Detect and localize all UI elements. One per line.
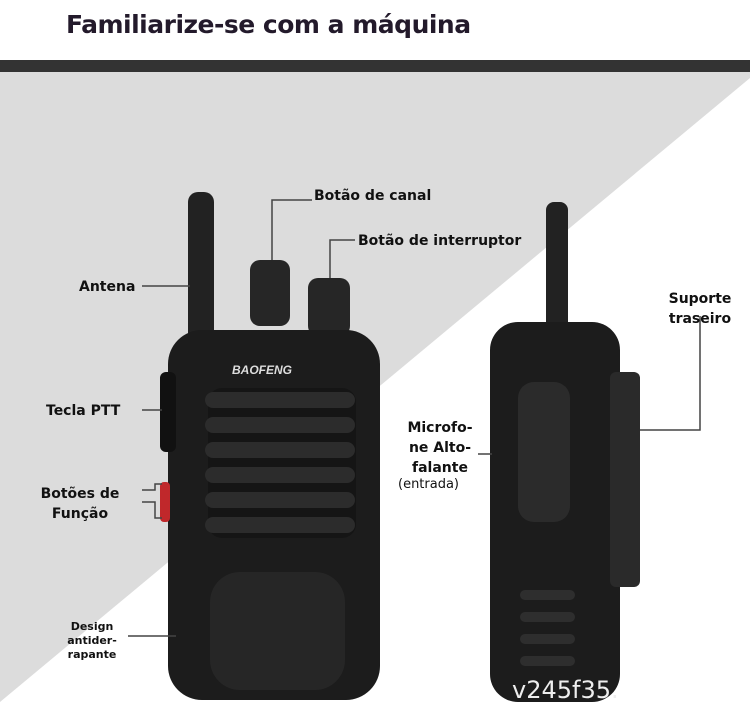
brand-logo: BAOFENG <box>232 363 292 377</box>
page-title: Familiarize-se com a máquina <box>66 10 471 39</box>
label-ptt: Tecla PTT <box>46 403 121 419</box>
channel-knob <box>250 260 290 326</box>
label-antenna: Antena <box>79 279 136 295</box>
header-divider <box>0 60 750 72</box>
label-anti-slip: Design antider-rapante <box>67 620 117 661</box>
label-mic-speaker: Microfo-ne Alto-falante <box>407 420 473 476</box>
leader-lines <box>128 199 701 637</box>
label-mic-speaker-sub: (entrada) <box>398 477 460 492</box>
label-belt-clip: Suporte traseiro <box>668 291 732 327</box>
power-knob <box>308 278 350 336</box>
product-illustration: BAOFENG <box>0 72 750 702</box>
label-channel-knob: Botão de canal <box>314 188 432 204</box>
antenna <box>188 192 214 362</box>
belt-clip <box>610 372 640 587</box>
radio-front: BAOFENG <box>160 192 380 700</box>
label-power-knob: Botão de interruptor <box>358 233 522 249</box>
function-buttons <box>160 482 170 522</box>
mic-speaker <box>518 382 570 522</box>
radio-side <box>490 202 640 702</box>
watermark: v245f35. <box>512 676 619 704</box>
label-function-buttons: Botões de Função <box>40 486 120 522</box>
